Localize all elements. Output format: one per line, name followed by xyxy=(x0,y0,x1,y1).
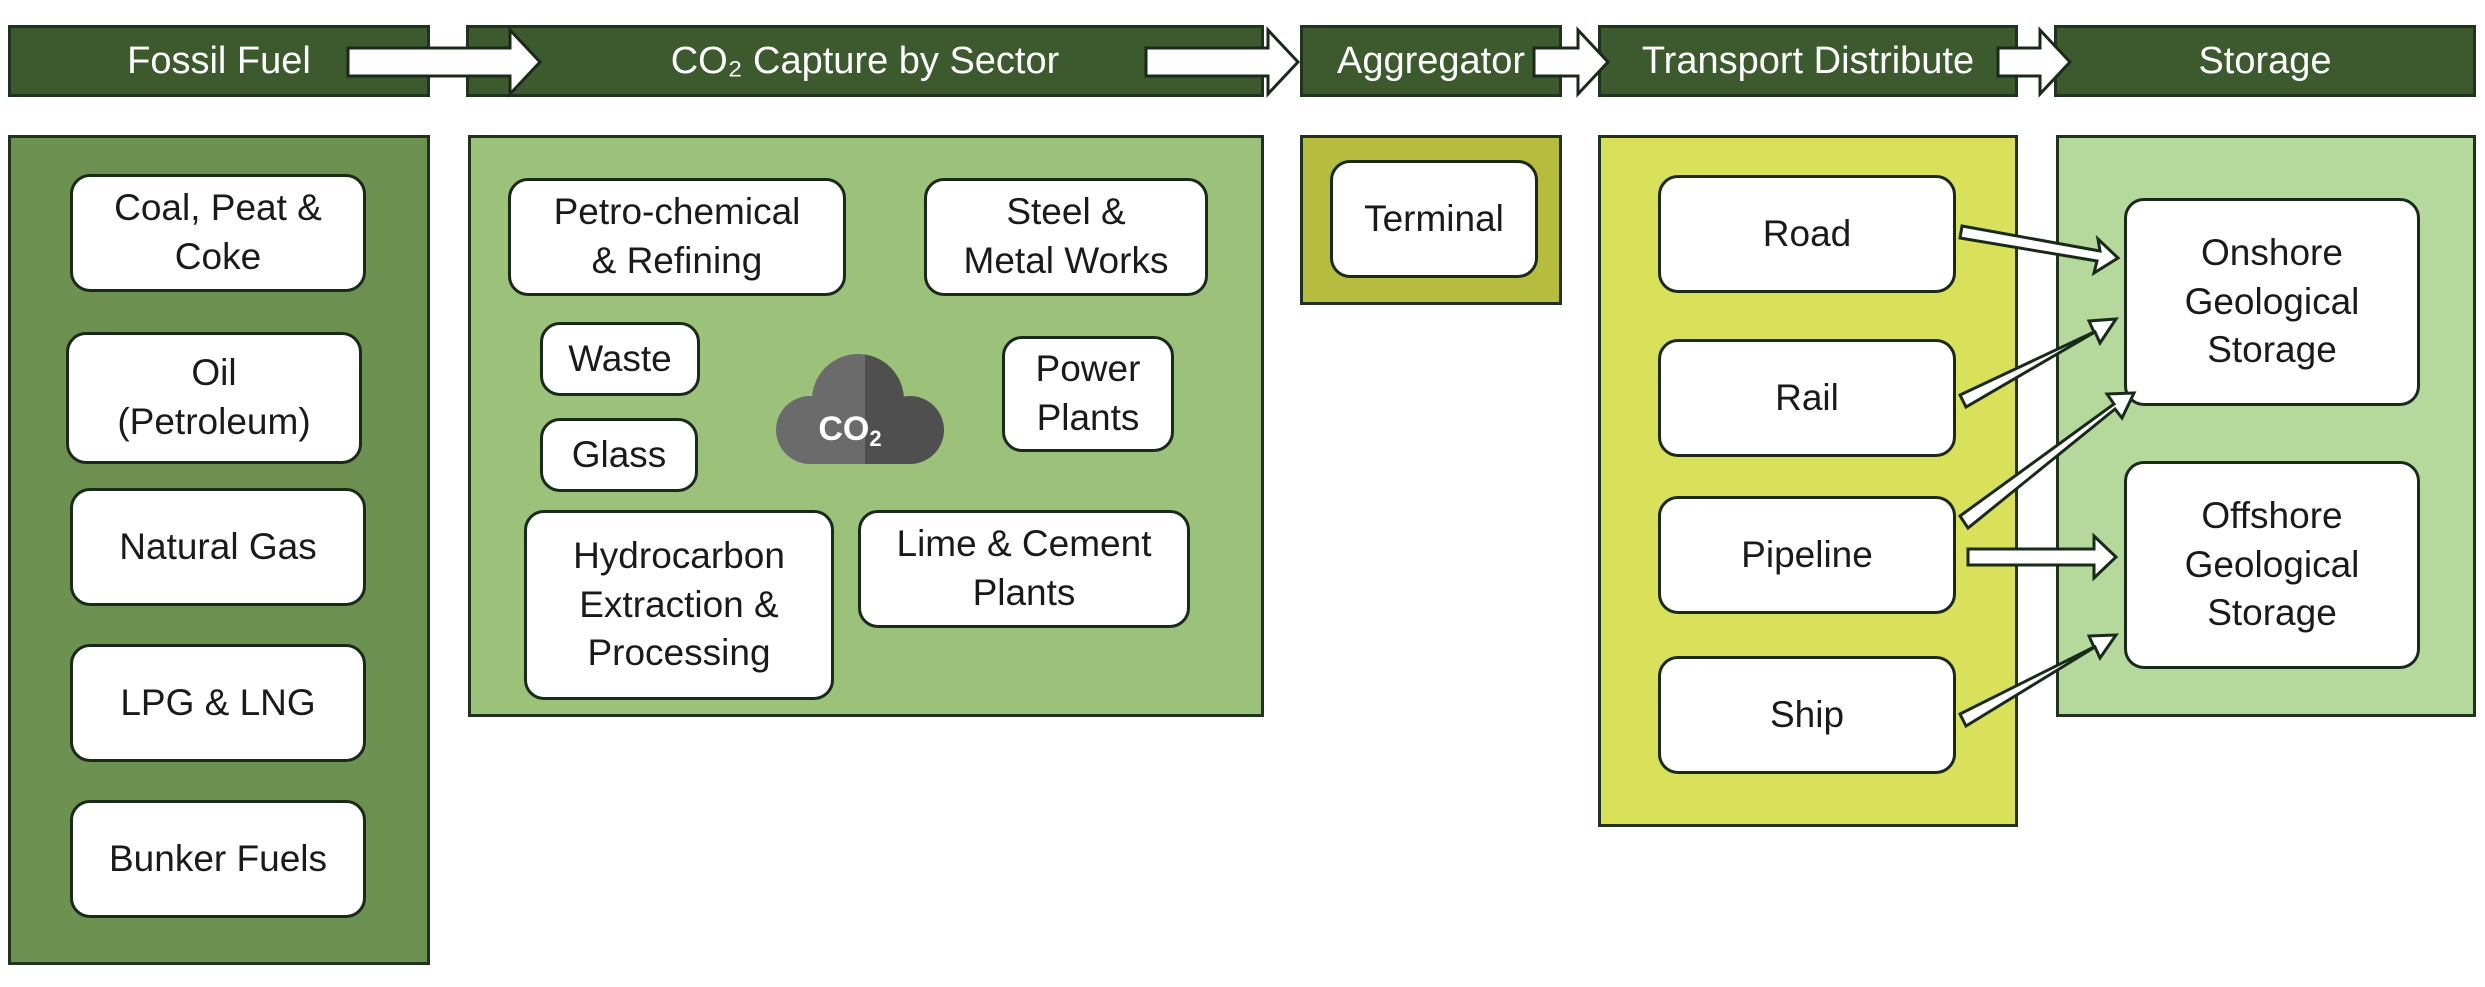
arrow-ship-to-offshore xyxy=(1957,633,2119,729)
transport-road: Road xyxy=(1658,175,1956,293)
sector-waste: Waste xyxy=(540,322,700,396)
cloud-label: CO xyxy=(818,410,869,448)
sector-power: Power Plants xyxy=(1002,336,1174,452)
arrow-rail-to-onshore xyxy=(1957,317,2119,410)
cloud-subscript: 2 xyxy=(869,426,881,451)
transport-ship: Ship xyxy=(1658,656,1956,774)
stage-header-transport: Transport Distribute xyxy=(1598,25,2018,97)
fossil-fuel-natural-gas: Natural Gas xyxy=(70,488,366,606)
arrow-pipeline-to-onshore xyxy=(1957,391,2137,531)
stage-header-co2-capture: CO₂ Capture by Sector xyxy=(466,25,1264,97)
flow-arrow-fossil-to-capture xyxy=(346,26,543,98)
sector-steel: Steel & Metal Works xyxy=(924,178,1208,296)
sector-petrochemical: Petro-chemical & Refining xyxy=(508,178,846,296)
stage-label-co2-capture: CO₂ Capture by Sector xyxy=(670,39,1060,82)
stage-label-transport: Transport Distribute xyxy=(1641,39,1975,82)
sector-lime-cement: Lime & Cement Plants xyxy=(858,510,1190,628)
stage-header-storage: Storage xyxy=(2054,25,2476,97)
sector-hydrocarbon: Hydrocarbon Extraction & Processing xyxy=(524,510,834,700)
arrow-pipeline-to-offshore xyxy=(1966,532,2119,582)
stage-header-aggregator: Aggregator xyxy=(1300,25,1562,97)
transport-rail: Rail xyxy=(1658,339,1956,457)
storage-offshore: Offshore Geological Storage xyxy=(2124,461,2420,669)
fossil-fuel-oil: Oil (Petroleum) xyxy=(66,332,362,464)
fossil-fuel-coal: Coal, Peat & Coke xyxy=(70,174,366,292)
stage-label-storage: Storage xyxy=(2198,39,2332,82)
flow-arrow-capture-to-aggregator xyxy=(1144,26,1301,98)
storage-onshore: Onshore Geological Storage xyxy=(2124,198,2420,406)
stage-label-aggregator: Aggregator xyxy=(1336,39,1525,82)
svg-text:CO2: CO2 xyxy=(818,410,881,451)
flow-arrow-transport-to-storage xyxy=(1996,26,2073,98)
sector-glass: Glass xyxy=(540,418,698,492)
flow-arrow-aggregator-to-transport xyxy=(1532,26,1611,98)
aggregator-terminal: Terminal xyxy=(1330,160,1538,278)
stage-label-fossil-fuel: Fossil Fuel xyxy=(127,39,311,82)
arrow-road-to-onshore xyxy=(1958,224,2121,277)
transport-pipeline: Pipeline xyxy=(1658,496,1956,614)
cloud-icon: CO2 xyxy=(776,354,944,464)
fossil-fuel-bunker: Bunker Fuels xyxy=(70,800,366,918)
fossil-fuel-lpg-lng: LPG & LNG xyxy=(70,644,366,762)
